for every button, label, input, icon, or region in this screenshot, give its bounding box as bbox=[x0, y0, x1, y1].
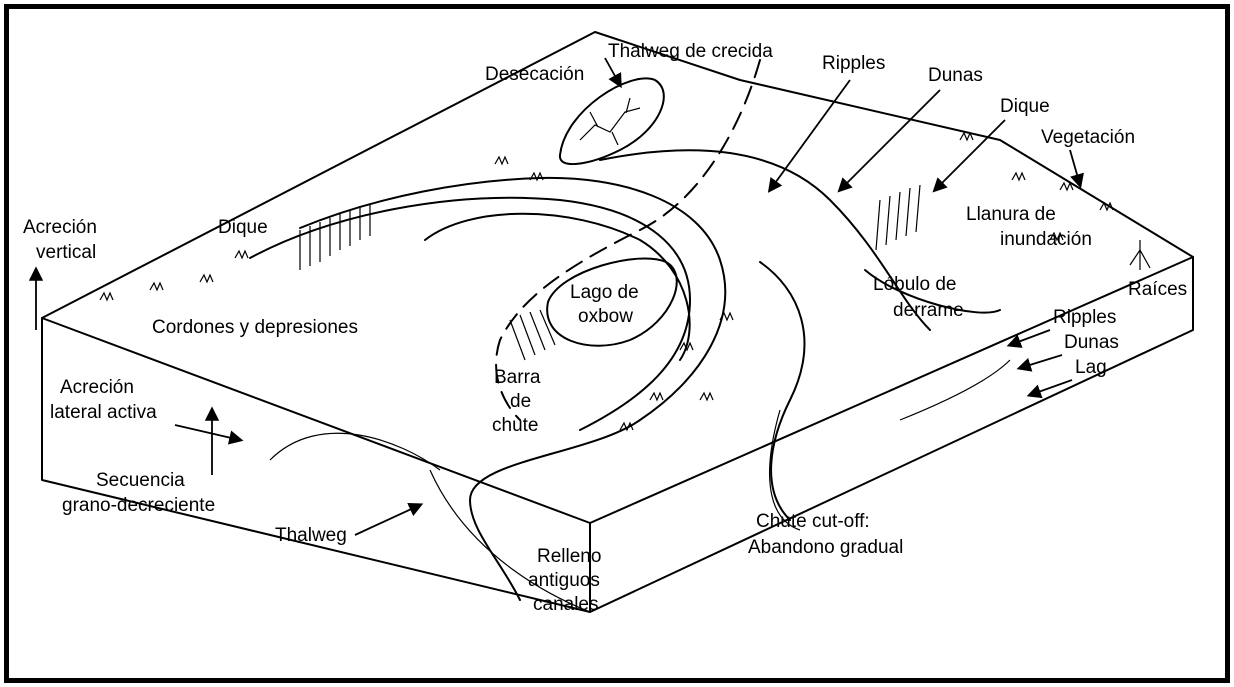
label-llanura-1: Llanura de bbox=[966, 204, 1056, 225]
label-lag: Lag bbox=[1075, 357, 1107, 378]
label-dique-left: Dique bbox=[218, 217, 268, 238]
label-raices: Raíces bbox=[1128, 279, 1187, 300]
label-chute-cutoff-1: Chute cut-off: bbox=[756, 511, 870, 532]
label-desecacion: Desecación bbox=[485, 64, 584, 85]
arrow-icon bbox=[36, 58, 1080, 535]
label-relleno-1: Relleno bbox=[537, 546, 601, 567]
label-acrecion-lateral-1: Acreción bbox=[60, 377, 134, 398]
label-acrecion-vertical-2: vertical bbox=[36, 242, 96, 263]
label-barra-1: Barra bbox=[494, 367, 541, 388]
roots-icon bbox=[1130, 240, 1150, 270]
label-thalweg-de-crecida: Thalweg de crecida bbox=[608, 41, 773, 62]
label-dunas-side: Dunas bbox=[1064, 332, 1119, 353]
meander-channel bbox=[250, 150, 1000, 600]
label-thalweg: Thalweg bbox=[275, 525, 347, 546]
label-ripples-top: Ripples bbox=[822, 53, 885, 74]
label-cordones: Cordones y depresiones bbox=[152, 317, 358, 338]
label-chute-cutoff-2: Abandono gradual bbox=[748, 537, 903, 558]
label-lobulo-1: Lóbulo de bbox=[873, 274, 956, 295]
desiccation-pond bbox=[560, 78, 664, 164]
label-lago-1: Lago de bbox=[570, 282, 639, 303]
label-dunas-top: Dunas bbox=[928, 65, 983, 86]
label-barra-2: de bbox=[510, 391, 531, 412]
label-relleno-2: antiguos bbox=[528, 570, 600, 591]
label-secuencia-2: grano-decreciente bbox=[62, 495, 215, 516]
label-dique-right: Dique bbox=[1000, 96, 1050, 117]
side-face-deposits bbox=[270, 360, 1010, 612]
label-barra-3: chute bbox=[492, 415, 538, 436]
label-secuencia-1: Secuencia bbox=[96, 470, 185, 491]
label-ripples-side: Ripples bbox=[1053, 307, 1116, 328]
label-lobulo-2: derrame bbox=[893, 300, 964, 321]
label-llanura-2: inundación bbox=[1000, 229, 1092, 250]
label-acrecion-lateral-2: lateral activa bbox=[50, 402, 157, 423]
label-lago-2: oxbow bbox=[578, 306, 633, 327]
flood-thalweg-dashed bbox=[496, 60, 760, 420]
levee-hatching bbox=[300, 185, 920, 360]
label-acrecion-vertical-1: Acreción bbox=[23, 217, 97, 238]
labels: Thalweg de crecida Desecación Ripples Du… bbox=[23, 41, 1187, 615]
label-relleno-3: canales bbox=[533, 594, 599, 615]
label-vegetacion: Vegetación bbox=[1041, 127, 1135, 148]
